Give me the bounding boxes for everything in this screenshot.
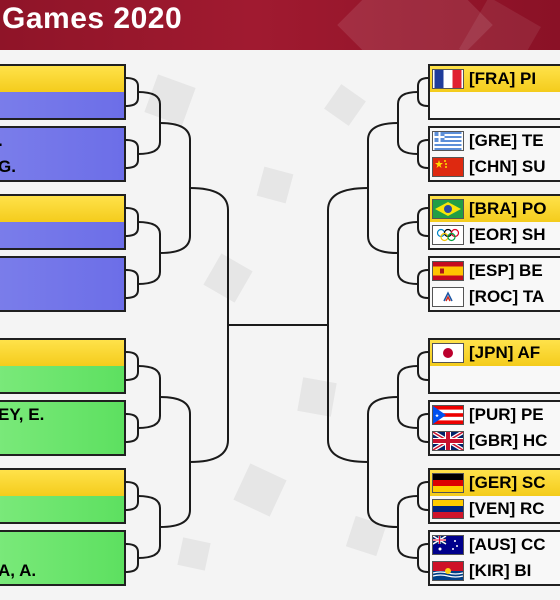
match-slot-bottom[interactable] [0,222,124,248]
flag-puerto-rico-icon [432,405,464,425]
match-slot-bottom[interactable]: [ROC] TA [430,284,560,310]
flag-kiribati-icon [432,561,464,581]
left-match-3 [0,194,126,250]
right-match-8: [AUS] CC [KIR] BI [428,530,560,586]
header-banner: Games 2020 [0,0,560,50]
left-match-5 [0,338,126,394]
match-slot-bottom[interactable]: [KIR] BI [430,558,560,584]
match-slot-bottom[interactable]: [CHN] SU [430,154,560,180]
match-slot-top[interactable] [0,196,124,222]
match-slot-top[interactable] [0,470,124,496]
match-slot-top[interactable]: [FRA] PI [430,66,560,92]
match-slot-bottom[interactable]: G. [0,154,124,180]
match-slot-top[interactable] [0,258,124,284]
match-slot-top[interactable]: [GER] SC [430,470,560,496]
match-slot-bottom[interactable] [0,366,124,392]
left-match-8: A, A. [0,530,126,586]
left-match-2: . G. [0,126,126,182]
match-slot-bottom[interactable] [0,92,124,118]
flag-greece-icon [432,131,464,151]
right-match-3: [BRA] PO [EOR] SH [428,194,560,250]
flag-great-britain-icon [432,431,464,451]
right-match-2: [GRE] TE [CHN] SU [428,126,560,182]
flag-germany-icon [432,473,464,493]
match-slot-top[interactable]: EY, E. [0,402,124,428]
flag-brazil-icon [432,199,464,219]
flag-spain-icon [432,261,464,281]
match-slot-top[interactable]: [BRA] PO [430,196,560,222]
right-match-4: [ESP] BE [ROC] TA [428,256,560,312]
page-title: Games 2020 [2,2,183,35]
match-slot-top[interactable] [0,532,124,558]
match-slot-bottom[interactable] [0,284,124,310]
match-slot-top[interactable]: [ESP] BE [430,258,560,284]
match-slot-top[interactable]: . [0,128,124,154]
right-match-6: [PUR] PE [GBR] HC [428,400,560,456]
match-slot-bottom[interactable]: [EOR] SH [430,222,560,248]
flag-japan-icon [432,343,464,363]
match-slot-top[interactable] [0,340,124,366]
match-slot-bottom[interactable] [430,92,560,118]
match-slot-top[interactable]: [JPN] AF [430,340,560,366]
flag-china-icon [432,157,464,177]
left-match-6: EY, E. [0,400,126,456]
match-slot-bottom[interactable]: A, A. [0,558,124,584]
right-match-5: [JPN] AF [428,338,560,394]
match-slot-bottom[interactable] [430,366,560,392]
match-slot-bottom[interactable] [0,496,124,522]
right-match-1: [FRA] PI [428,64,560,120]
match-slot-top[interactable]: [PUR] PE [430,402,560,428]
right-match-7: [GER] SC [VEN] RC [428,468,560,524]
match-slot-top[interactable] [0,66,124,92]
left-match-1 [0,64,126,120]
flag-roc-icon [432,287,464,307]
match-slot-top[interactable]: [AUS] CC [430,532,560,558]
left-match-7 [0,468,126,524]
flag-venezuela-icon [432,499,464,519]
left-match-4 [0,256,126,312]
flag-france-icon [432,69,464,89]
match-slot-top[interactable]: [GRE] TE [430,128,560,154]
match-slot-bottom[interactable]: [VEN] RC [430,496,560,522]
flag-australia-icon [432,535,464,555]
match-slot-bottom[interactable]: [GBR] HC [430,428,560,454]
match-slot-bottom[interactable] [0,428,124,454]
olympic-rings-icon [432,225,464,245]
